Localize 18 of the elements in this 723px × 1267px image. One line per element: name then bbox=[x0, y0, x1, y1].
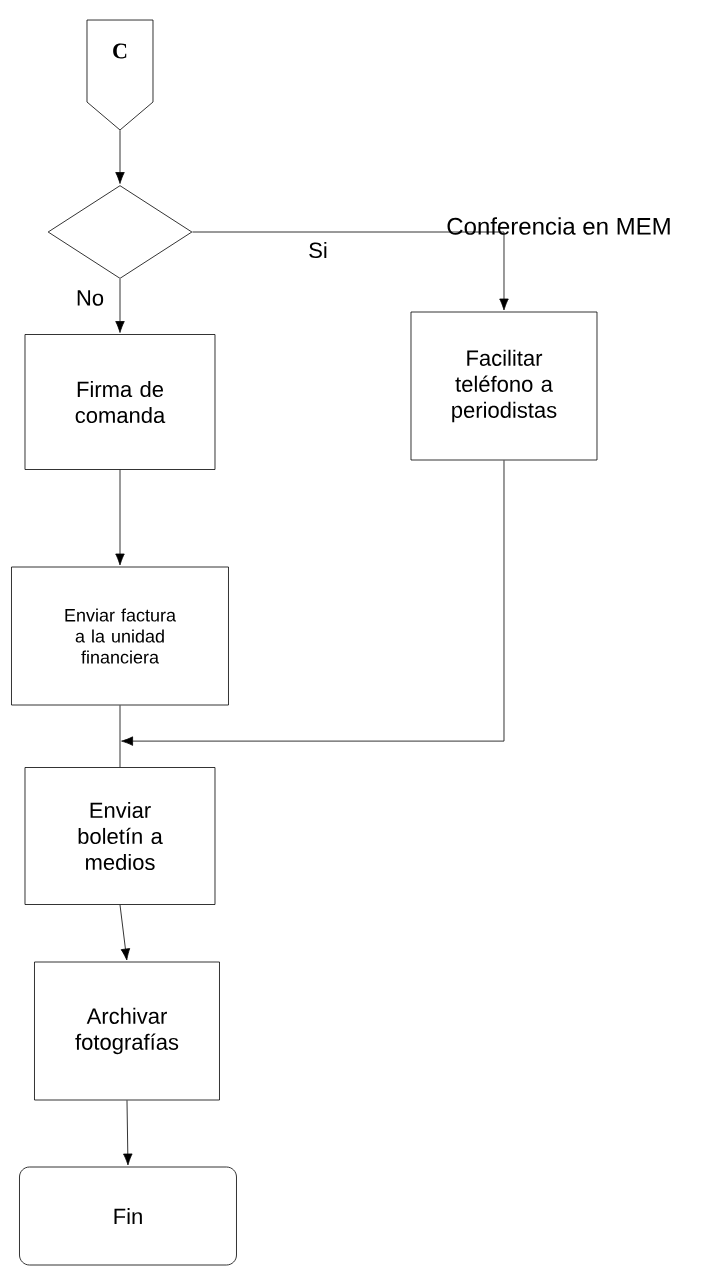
process-box: Enviar boletín a medios bbox=[24, 767, 216, 905]
process-box: Enviar factura a la unidad financiera bbox=[11, 566, 229, 706]
decision-label: Conferencia en MEM bbox=[447, 217, 670, 235]
decision-diamond bbox=[47, 185, 193, 279]
arrow bbox=[115, 129, 125, 184]
edge-label: No bbox=[74, 289, 106, 307]
arrow bbox=[115, 469, 125, 566]
process-box: Facilitar teléfono a periodistas bbox=[410, 311, 598, 461]
process-box: Archivar fotografías bbox=[34, 961, 220, 1101]
arrow bbox=[121, 460, 505, 746]
arrow bbox=[123, 1100, 133, 1166]
edge-label: Si bbox=[307, 240, 329, 260]
process-box: Firma de comanda bbox=[24, 334, 216, 470]
arrow bbox=[192, 231, 509, 311]
terminator-box: Fin bbox=[19, 1166, 237, 1266]
arrow bbox=[115, 278, 125, 333]
arrow bbox=[119, 904, 131, 961]
off-page-connector: C bbox=[86, 19, 154, 131]
